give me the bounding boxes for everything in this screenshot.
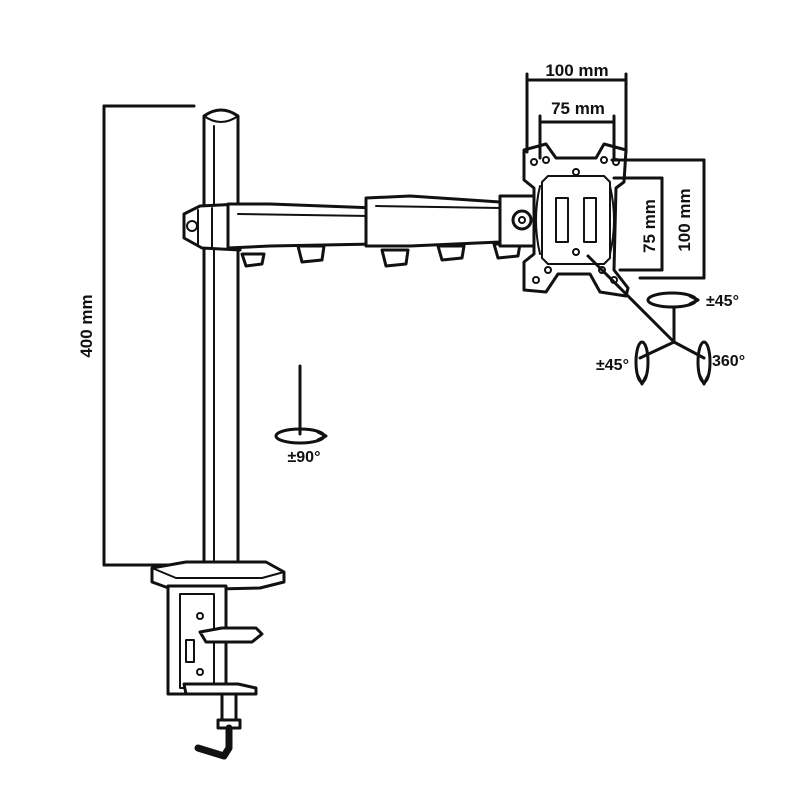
vesa-inner-height-label: 75 mm [640, 199, 659, 253]
vesa-width-dimensions: 100 mm 75 mm [525, 61, 628, 160]
tilt-arrow-icon [646, 291, 700, 309]
pole [202, 108, 240, 570]
head-rotation-axes: ±45° ±45° 360° [586, 254, 745, 386]
vesa-outer-width-label: 100 mm [545, 61, 608, 80]
vesa-height-dimensions: 75 mm 100 mm [610, 158, 706, 280]
rotate-label: 360° [712, 353, 745, 370]
arm-swivel-indicator: ±90° [274, 364, 328, 466]
rotation-axis-icon [274, 427, 328, 445]
pole-height-label: 400 mm [77, 294, 96, 357]
vesa-outer-height-label: 100 mm [675, 188, 694, 251]
extension-arm [182, 194, 538, 268]
swivel-left-label: ±45° [596, 357, 629, 374]
arm-swivel-label: ±90° [288, 449, 321, 466]
rotate-arrow-icon [696, 340, 712, 386]
tilt-top-label: ±45° [706, 293, 739, 310]
pole-height-dimension: 400 mm [77, 104, 198, 567]
desk-clamp [150, 560, 286, 760]
vesa-inner-width-label: 75 mm [551, 99, 605, 118]
vesa-plate [522, 142, 630, 298]
swivel-arrow-icon [634, 340, 650, 386]
